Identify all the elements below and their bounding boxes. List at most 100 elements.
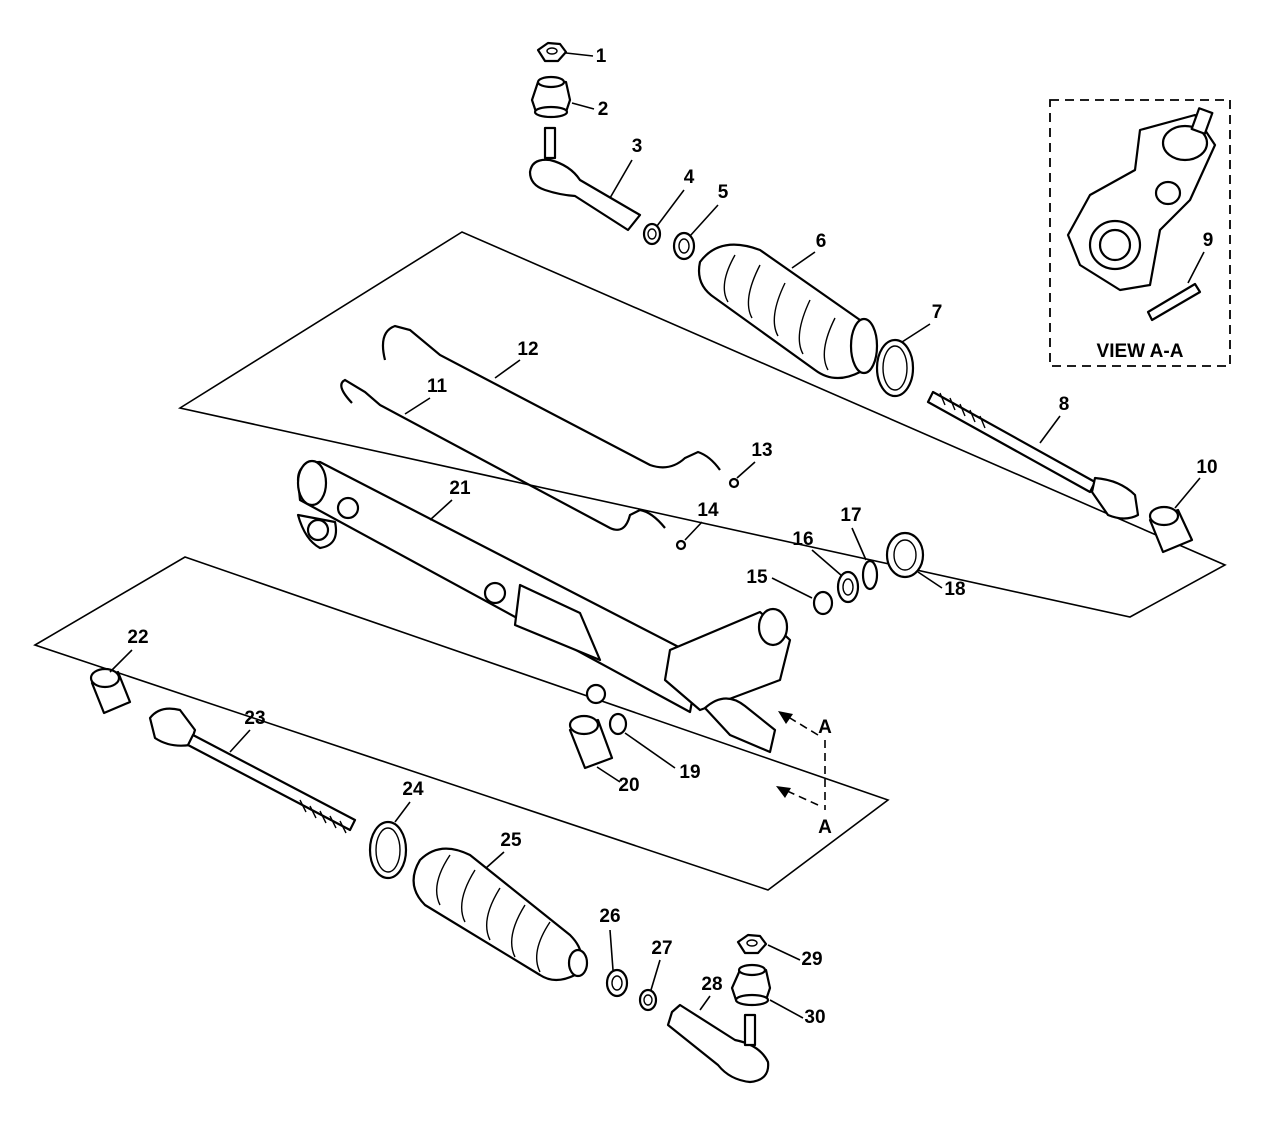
part-12-pipe (381, 324, 721, 471)
callout-leader-20 (596, 766, 621, 783)
part-11-pipe (340, 378, 666, 531)
callout-leader-8 (1039, 415, 1061, 444)
callout-leader-15 (771, 577, 813, 599)
section-marker-bottom: A (818, 817, 832, 838)
callout-leader-26 (609, 929, 614, 971)
lower-assembly-frame (33, 556, 890, 891)
callout-leader-23 (229, 729, 251, 753)
part-8-inner-tie-rod (926, 390, 1140, 520)
part-30-boot (730, 963, 772, 1007)
callout-number-24: 24 (402, 779, 424, 800)
part-4-jam-nut (642, 222, 662, 246)
callout-leader-24 (394, 801, 411, 823)
callout-number-8: 8 (1059, 394, 1070, 415)
callout-leader-2 (571, 102, 595, 110)
callout-number-18: 18 (944, 579, 965, 600)
part-26-clamp (605, 968, 629, 998)
callout-leader-9 (1187, 251, 1205, 284)
callout-leader-17 (851, 527, 867, 561)
callout-number-13: 13 (751, 440, 772, 461)
part-5-clamp (672, 231, 696, 261)
callout-number-1: 1 (596, 46, 607, 67)
part-16-bearing (836, 570, 860, 604)
callout-leader-1 (565, 52, 594, 57)
part-29-nut (736, 933, 768, 955)
part-7-clamp (875, 338, 915, 398)
part-21-gear-housing (296, 459, 792, 754)
callout-leader-22 (109, 649, 133, 673)
callout-number-26: 26 (599, 906, 620, 927)
callout-leader-18 (917, 571, 943, 589)
callout-number-2: 2 (598, 99, 609, 120)
callout-leader-12 (494, 359, 521, 379)
callout-leader-28 (699, 995, 711, 1011)
callout-number-22: 22 (127, 627, 148, 648)
section-marker-top: A (818, 717, 832, 738)
callout-number-30: 30 (804, 1007, 825, 1028)
callout-leader-16 (811, 549, 843, 577)
part-2-boot (530, 75, 572, 119)
callout-number-17: 17 (840, 505, 861, 526)
callout-number-25: 25 (500, 830, 522, 851)
part-27-jam-nut (638, 988, 658, 1012)
part-18-adjuster-plug (885, 531, 925, 579)
callout-leader-29 (767, 944, 801, 961)
callout-leader-13 (736, 461, 756, 479)
part-15-seal (812, 590, 834, 616)
callout-leader-21 (429, 499, 453, 521)
callout-number-20: 20 (618, 775, 639, 796)
part-13-seal (728, 477, 740, 489)
part-1-nut (536, 41, 568, 63)
part-24-clamp (368, 820, 408, 880)
upper-assembly-frame (177, 231, 1227, 618)
callout-number-3: 3 (632, 136, 643, 157)
part-20-cap (568, 714, 614, 770)
part-3-outer-tie-rod-end (528, 126, 642, 232)
part-25-boot (412, 847, 589, 982)
callout-leader-7 (901, 323, 931, 343)
part-28-outer-tie-rod-end (666, 1003, 770, 1084)
callout-number-29: 29 (801, 949, 822, 970)
callout-leader-10 (1174, 477, 1201, 509)
callout-leader-3 (609, 159, 633, 199)
part-10-bushing (1148, 505, 1194, 554)
callout-leader-14 (684, 521, 703, 541)
callout-number-11: 11 (427, 376, 448, 397)
callout-leader-4 (656, 189, 685, 227)
part-14-seal (675, 539, 687, 551)
callout-number-6: 6 (816, 231, 827, 252)
callout-number-5: 5 (718, 182, 729, 203)
section-aa-indicator: A A (776, 711, 832, 838)
part-19-seal (608, 712, 628, 736)
part-9-shape (1146, 282, 1202, 322)
callout-number-23: 23 (244, 708, 265, 729)
callout-number-14: 14 (697, 500, 719, 521)
view-aa-frame (1049, 99, 1231, 367)
callout-leader-11 (404, 397, 431, 415)
callout-leader-25 (485, 851, 505, 869)
callout-leader-30 (769, 999, 804, 1019)
part-6-boot (697, 243, 879, 380)
part-22-bushing (89, 667, 132, 715)
callout-leader-19 (624, 732, 676, 769)
callout-number-4: 4 (684, 167, 695, 188)
view-aa-valve-housing (1066, 107, 1217, 322)
callout-number-27: 27 (651, 938, 672, 959)
callout-number-10: 10 (1196, 457, 1217, 478)
callout-number-28: 28 (701, 974, 722, 995)
callout-number-15: 15 (746, 567, 768, 588)
callout-number-16: 16 (792, 529, 813, 550)
callout-leader-6 (791, 251, 816, 269)
callout-number-9: 9 (1203, 230, 1214, 251)
part-17-snap-ring (861, 559, 879, 591)
callout-number-19: 19 (679, 762, 700, 783)
part-23-inner-tie-rod (148, 707, 357, 834)
callout-number-12: 12 (517, 339, 538, 360)
view-aa-label: VIEW A-A (1097, 341, 1184, 362)
callout-leader-5 (689, 204, 719, 237)
callout-labels: 1234567891011121314151617181920212223242… (109, 46, 1218, 1028)
callout-leader-27 (650, 959, 661, 991)
callout-number-7: 7 (932, 302, 943, 323)
